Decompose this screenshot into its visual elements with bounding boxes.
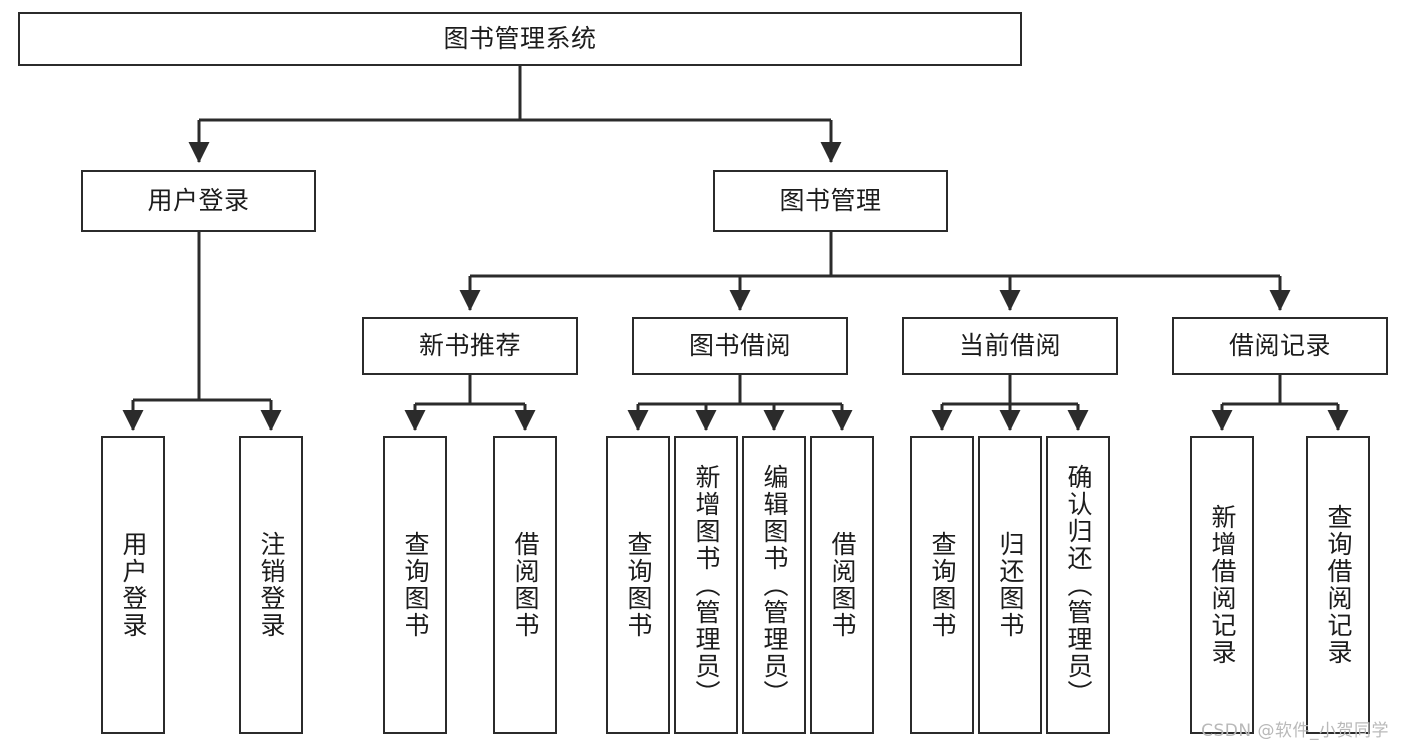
node-book-borrow[interactable]: 图书借阅 (632, 317, 848, 375)
node-leaf-query-book-2-label: 查询图书 (624, 531, 653, 639)
node-leaf-add-record[interactable]: 新增借阅记录 (1190, 436, 1254, 734)
node-leaf-query-book-2[interactable]: 查询图书 (606, 436, 670, 734)
node-new-book-recommend-label: 新书推荐 (418, 331, 521, 361)
node-root[interactable]: 图书管理系统 (18, 12, 1022, 66)
node-leaf-edit-book[interactable]: 编辑图书（管理员） (742, 436, 806, 734)
node-leaf-query-book-3-label: 查询图书 (928, 531, 957, 639)
node-user-login-label: 用户登录 (147, 186, 250, 216)
node-leaf-borrow-book-2[interactable]: 借阅图书 (810, 436, 874, 734)
node-leaf-edit-book-label: 编辑图书（管理员） (760, 463, 789, 707)
node-leaf-add-book[interactable]: 新增图书（管理员） (674, 436, 738, 734)
node-new-book-recommend[interactable]: 新书推荐 (362, 317, 578, 375)
node-leaf-borrow-book-1[interactable]: 借阅图书 (493, 436, 557, 734)
node-borrow-record[interactable]: 借阅记录 (1172, 317, 1388, 375)
node-leaf-add-record-label: 新增借阅记录 (1208, 504, 1237, 666)
node-leaf-confirm-return[interactable]: 确认归还（管理员） (1046, 436, 1110, 734)
csdn-watermark: CSDN @软件_小贺同学 (1201, 721, 1389, 741)
node-leaf-query-record[interactable]: 查询借阅记录 (1306, 436, 1370, 734)
node-borrow-record-label: 借阅记录 (1228, 331, 1331, 361)
node-leaf-user-logout[interactable]: 注销登录 (239, 436, 303, 734)
node-current-borrow-label: 当前借阅 (958, 331, 1061, 361)
node-leaf-user-logout-label: 注销登录 (257, 531, 286, 639)
node-leaf-query-book-3[interactable]: 查询图书 (910, 436, 974, 734)
node-leaf-return-book-label: 归还图书 (996, 531, 1025, 639)
node-leaf-query-record-label: 查询借阅记录 (1324, 504, 1353, 666)
node-book-manage-label: 图书管理 (779, 186, 882, 216)
node-leaf-confirm-return-label: 确认归还（管理员） (1064, 463, 1093, 707)
node-leaf-user-login-label: 用户登录 (119, 531, 148, 639)
node-book-borrow-label: 图书借阅 (688, 331, 791, 361)
node-leaf-borrow-book-2-label: 借阅图书 (828, 531, 857, 639)
node-leaf-user-login[interactable]: 用户登录 (101, 436, 165, 734)
node-leaf-query-book-1-label: 查询图书 (401, 531, 430, 639)
node-user-login[interactable]: 用户登录 (81, 170, 316, 232)
node-current-borrow[interactable]: 当前借阅 (902, 317, 1118, 375)
node-leaf-borrow-book-1-label: 借阅图书 (511, 531, 540, 639)
node-leaf-add-book-label: 新增图书（管理员） (692, 463, 721, 707)
node-leaf-return-book[interactable]: 归还图书 (978, 436, 1042, 734)
node-root-label: 图书管理系统 (443, 24, 597, 54)
node-book-manage[interactable]: 图书管理 (713, 170, 948, 232)
node-leaf-query-book-1[interactable]: 查询图书 (383, 436, 447, 734)
